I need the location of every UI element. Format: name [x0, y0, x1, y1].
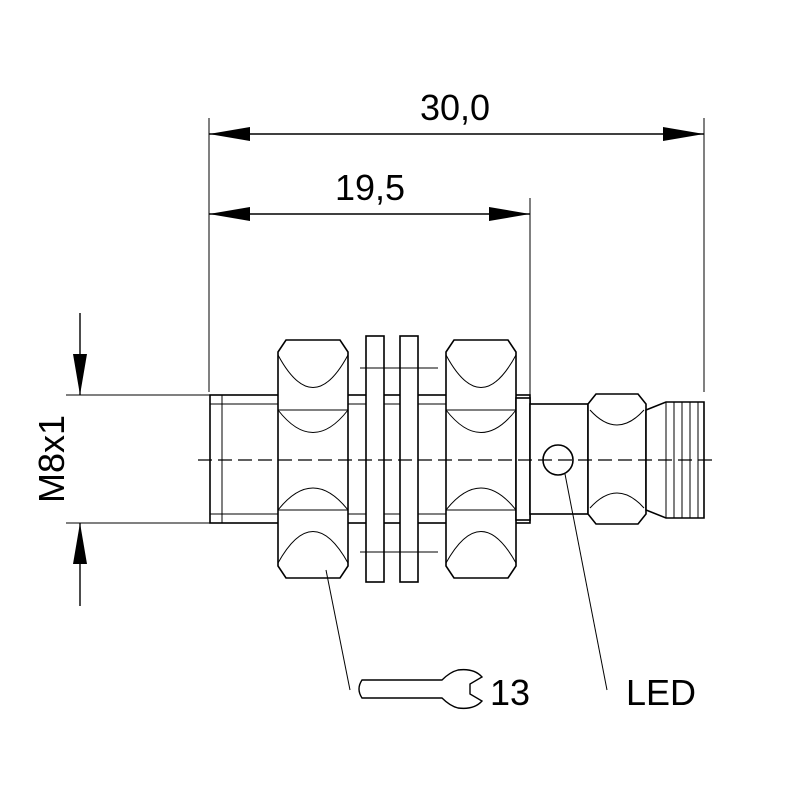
connector-plug: [645, 401, 705, 519]
arrow-head: [663, 127, 704, 141]
thread-size-dimension: M8x1: [31, 313, 210, 606]
nut-outline: [277, 339, 349, 579]
arrow-head: [73, 354, 87, 395]
nut-face-curve: [445, 531, 517, 564]
hex-nut-right: [445, 339, 517, 579]
wrench-size-label: 13: [490, 672, 530, 713]
leader-line: [564, 473, 608, 691]
nut-face-curve: [277, 487, 349, 511]
connector-hex-curve: [589, 492, 645, 509]
nut-face-curve: [445, 409, 517, 433]
led-callout: LED: [564, 473, 696, 713]
total-length-dimension: 30,0: [208, 87, 705, 392]
led-label: LED: [626, 672, 696, 713]
washer-left: [365, 335, 385, 583]
wrench-icon: [358, 668, 484, 710]
arrow-head: [209, 127, 250, 141]
connector-hex: [587, 393, 647, 525]
arrow-head: [73, 523, 87, 564]
thread-length-dimension: 19,5: [209, 167, 531, 400]
collar: [515, 397, 531, 521]
nut-face-curve: [445, 487, 517, 511]
wrench-size-callout: 13: [325, 569, 530, 713]
washer-right: [399, 335, 419, 583]
thread-length-label: 19,5: [335, 167, 405, 208]
sensor-body: [209, 335, 705, 583]
connector-hex-curve: [589, 409, 645, 426]
nut-outline: [445, 339, 517, 579]
arrow-head: [489, 207, 530, 221]
thread-size-label: M8x1: [31, 415, 72, 503]
nut-face-curve: [277, 354, 349, 388]
leader-line: [325, 569, 351, 691]
nut-face-curve: [277, 531, 349, 564]
hex-nut-left: [277, 339, 349, 579]
nut-face-curve: [445, 354, 517, 388]
total-length-label: 30,0: [420, 87, 490, 128]
nut-face-curve: [277, 409, 349, 433]
arrow-head: [209, 207, 250, 221]
